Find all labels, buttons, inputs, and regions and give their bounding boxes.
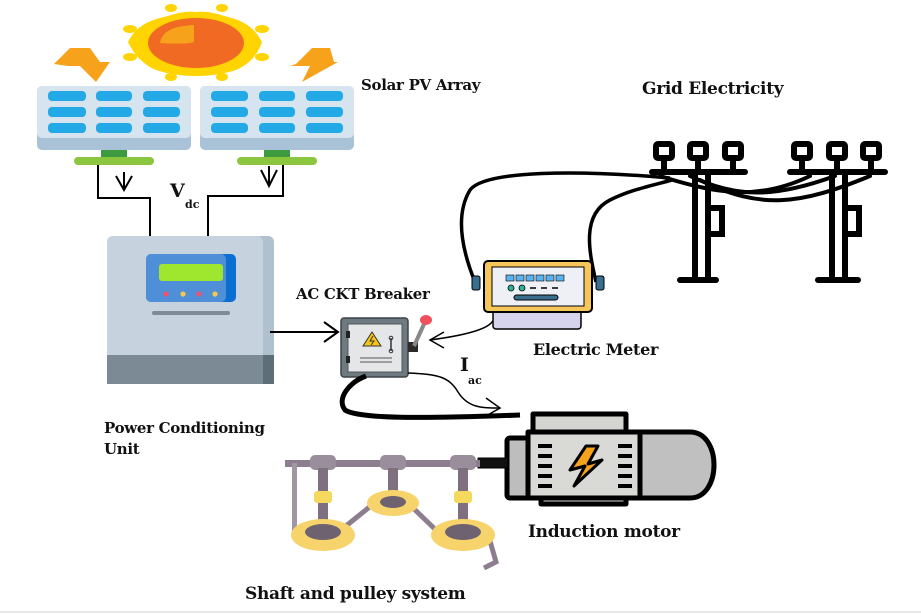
power-conditioning-unit-icon [107,236,274,384]
tower-right [787,141,888,283]
power-tower-icon [649,141,888,283]
solar-panel-left [37,86,191,165]
label-power-conditioning-unit-line1: Power Conditioning [104,419,265,437]
sun-rays [123,4,269,81]
sun-icon [123,4,269,81]
label-power-conditioning-unit-line2: Unit [104,440,140,458]
pcu-to-breaker-wire [270,321,340,343]
breaker-to-motor-thick-wire [339,373,521,420]
bolt-icon-right [290,48,338,82]
dc-wires [97,165,284,236]
label-vdc-subscript: dc [185,198,200,211]
label-solar-pv-array: Solar PV Array [361,76,481,94]
ac-breaker-icon [340,315,432,378]
label-electric-meter: Electric Meter [533,340,659,359]
tower-left [649,141,748,283]
label-iac-subscript: ac [468,374,482,387]
bolt-icon-left [54,48,110,82]
sun-highlight [160,25,194,44]
induction-motor-icon [477,411,717,507]
label-grid-electricity: Grid Electricity [642,79,784,99]
solar-panel-right [200,86,354,165]
label-vdc: V [170,180,185,202]
electric-meter-icon [471,260,605,330]
label-iac: I [460,354,469,376]
shaft-pulley-icon [285,455,499,571]
label-ac-ckt-breaker: AC CKT Breaker [296,285,430,303]
tower-cables [658,174,872,203]
label-shaft-and-pulley-system: Shaft and pulley system [245,584,466,604]
label-induction-motor: Induction motor [528,522,680,542]
grid-to-meter-wires [459,171,673,283]
motor-bolt-icon [568,444,604,488]
iac-wire [407,372,502,417]
